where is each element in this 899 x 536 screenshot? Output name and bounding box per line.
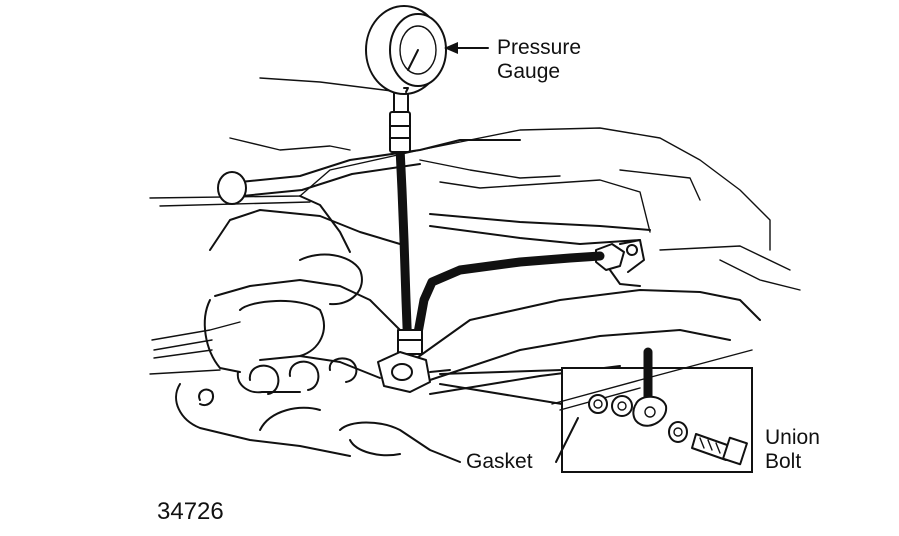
fuel-hose xyxy=(411,239,645,349)
union-bolt-label-line2: Bolt xyxy=(765,450,802,473)
engine-fitting xyxy=(377,351,451,393)
gasket-label: Gasket xyxy=(466,450,533,473)
figure-number: 34726 xyxy=(157,498,224,525)
pressure-gauge-leader xyxy=(444,42,489,54)
union-bolt-label-line1: Union xyxy=(765,426,820,449)
detail-inset xyxy=(439,347,753,473)
gauge-hose xyxy=(389,87,423,357)
pressure-gauge-label: Pressure Gauge xyxy=(497,36,581,84)
pressure-gauge-label-line1: Pressure xyxy=(497,36,582,59)
union-bolt-label: Union Bolt xyxy=(765,426,820,474)
gasket-leader xyxy=(555,417,579,463)
pressure-gauge-label-line2: Gauge xyxy=(497,60,561,83)
engine-outline xyxy=(149,77,801,375)
pressure-gauge-icon xyxy=(365,5,447,95)
fuel-rail xyxy=(209,139,651,253)
